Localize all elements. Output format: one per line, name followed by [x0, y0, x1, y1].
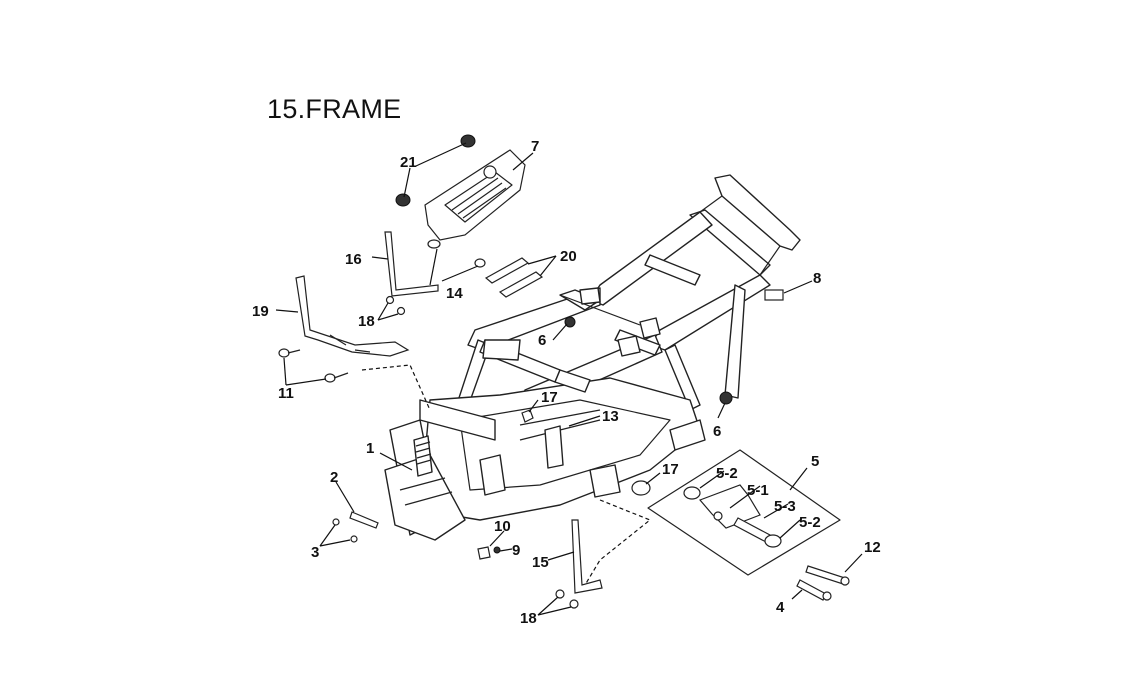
- callout-5-1: 5-1: [747, 482, 769, 499]
- callout-13: 13: [602, 408, 619, 425]
- part-12-bolt: [805, 565, 846, 585]
- part-20-pads: [484, 257, 544, 298]
- part-6-nut-upper: [564, 316, 576, 328]
- page-title: 15.FRAME: [267, 94, 402, 124]
- callout-21: 21: [400, 154, 417, 171]
- part-4-bolt: [796, 579, 827, 601]
- callout-14: 14: [446, 285, 463, 302]
- callout-15: 15: [532, 554, 549, 571]
- callout-16: 16: [345, 251, 362, 268]
- part-10-collar: [477, 546, 491, 560]
- callout-5-2-lower: 5-2: [799, 514, 821, 531]
- callout-20: 20: [560, 248, 577, 265]
- callout-17-lower: 17: [662, 461, 679, 478]
- callout-2: 2: [330, 469, 338, 486]
- callout-18-lower: 18: [520, 610, 537, 627]
- callout-6-lower: 6: [713, 423, 721, 440]
- part-8-rubber: [764, 289, 784, 301]
- part-4-bolt-head: [822, 591, 832, 601]
- part-17-nut-upper: [521, 409, 534, 423]
- part-7-seat-plate: [424, 149, 526, 241]
- part-21-grommets: [395, 134, 476, 207]
- callout-8: 8: [813, 270, 821, 287]
- callout-12: 12: [864, 539, 881, 556]
- part-12-bolt-head: [840, 576, 850, 586]
- callout-11: 11: [278, 385, 294, 402]
- callout-1: 1: [366, 440, 374, 457]
- leader-lines: [275, 142, 863, 616]
- part-19-bracket: [295, 275, 410, 357]
- part-11-bolts: [278, 348, 349, 383]
- callout-4: 4: [776, 599, 785, 616]
- callout-6-upper: 6: [538, 332, 546, 349]
- part-18-bolt: [569, 599, 579, 609]
- part-9-nut: [493, 546, 501, 554]
- callout-18-upper: 18: [358, 313, 375, 330]
- callout-5-3: 5-3: [774, 498, 796, 515]
- callout-19: 19: [252, 303, 269, 320]
- callout-9: 9: [512, 542, 520, 559]
- main-frame: [384, 174, 801, 541]
- callout-10: 10: [494, 518, 511, 535]
- part-15-bracket: [571, 519, 603, 594]
- callout-7: 7: [531, 138, 539, 155]
- part-3-screw: [350, 535, 358, 543]
- part-14-washers: [427, 239, 486, 268]
- part-16-bracket: [384, 231, 439, 297]
- part-3-screw: [332, 518, 340, 526]
- callout-3: 3: [311, 544, 319, 561]
- part-17-nut-lower: [631, 480, 651, 496]
- callout-5: 5: [811, 453, 819, 470]
- part-2-plate: [349, 511, 379, 529]
- part-18-bolt: [555, 589, 565, 599]
- callout-17-upper: 17: [541, 389, 558, 406]
- part-5-assembly: [647, 449, 841, 576]
- part-18-bolts-upper: [385, 295, 406, 316]
- callout-5-2-upper: 5-2: [716, 465, 738, 482]
- part-6-nut-lower: [719, 391, 733, 405]
- callout-labels: 1 2 3 4 5 5-1 5-2 5-2 5-3 6 6 7 8 9 10 1…: [252, 138, 881, 627]
